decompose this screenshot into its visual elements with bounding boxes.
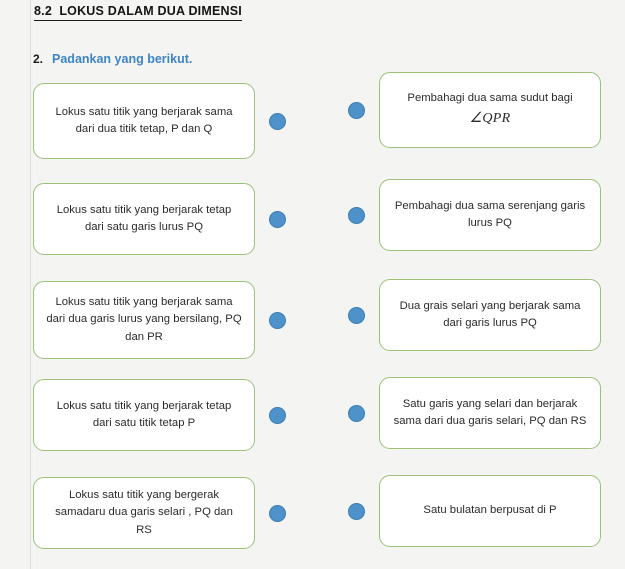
match-row: Lokus satu titik yang berjarak sama dari… [0,279,625,359]
match-option-right-text: Pembahagi dua sama sudut bagi [407,92,573,105]
match-row: Lokus satu titik yang berjarak sama dari… [0,72,625,159]
match-option-right[interactable]: Dua grais selari yang berjarak sama dari… [379,279,601,351]
match-option-right-label: Satu bulatan berpusat di P [423,504,557,517]
question-prompt: 2. Padankan yang berikut. [33,52,192,66]
page-margin-rule [30,0,31,569]
match-row-right: Satu garis yang selari dan berjarak sama… [348,377,610,449]
match-option-left[interactable]: Lokus satu titik yang berjarak sama dari… [33,281,255,359]
match-option-right-label: Pembahagi dua sama sudut bagi ∠QPR [407,90,572,129]
match-option-right-label: Satu garis yang selari dan berjarak sama… [393,397,587,428]
section-heading: 8.2 LOKUS DALAM DUA DIMENSI [34,4,242,21]
match-option-right[interactable]: Pembahagi dua sama sudut bagi ∠QPR [379,72,601,148]
match-row-right: Dua grais selari yang berjarak sama dari… [348,279,610,351]
match-option-left-label: Lokus satu titik yang berjarak sama dari… [46,295,242,343]
match-option-right-label: Pembahagi dua sama serenjang garis lurus… [394,199,586,230]
match-row-left: Lokus satu titik yang berjarak sama dari… [33,281,295,359]
match-option-left[interactable]: Lokus satu titik yang berjarak sama dari… [33,83,255,159]
match-option-right[interactable]: Satu bulatan berpusat di P [379,475,601,547]
match-row-right: Pembahagi dua sama sudut bagi ∠QPR [348,72,610,148]
match-option-left[interactable]: Lokus satu titik yang berjarak tetap dar… [33,183,255,255]
match-option-right[interactable]: Pembahagi dua sama serenjang garis lurus… [379,179,601,251]
connector-dot-left[interactable] [269,210,286,228]
match-option-left-label: Lokus satu titik yang berjarak sama dari… [55,105,233,136]
match-row-left: Lokus satu titik yang berjarak tetap dar… [33,183,295,255]
match-row-left: Lokus satu titik yang berjarak sama dari… [33,83,295,159]
match-option-left-label: Lokus satu titik yang berjarak tetap dar… [56,203,232,234]
match-row-left: Lokus satu titik yang berjarak tetap dar… [33,379,295,451]
match-option-left-label: Lokus satu titik yang bergerak samadaru … [55,488,233,536]
match-row-right: Pembahagi dua sama serenjang garis lurus… [348,179,610,251]
match-row: Lokus satu titik yang berjarak tetap dar… [0,179,625,255]
match-option-left[interactable]: Lokus satu titik yang bergerak samadaru … [33,477,255,549]
connector-dot-left[interactable] [269,311,286,329]
match-row-left: Lokus satu titik yang bergerak samadaru … [33,477,295,549]
connector-dot-right[interactable] [348,404,365,422]
connector-dot-right[interactable] [348,306,365,324]
connector-dot-right[interactable] [348,206,365,224]
angle-notation: ∠QPR [469,110,511,126]
connector-dot-left[interactable] [269,406,286,424]
connector-dot-left[interactable] [269,504,286,522]
question-instruction: Padankan yang berikut. [52,52,193,66]
question-number: 2. [33,52,44,66]
match-row: Lokus satu titik yang berjarak tetap dar… [0,377,625,451]
match-option-left-label: Lokus satu titik yang berjarak tetap dar… [56,399,232,430]
match-option-right[interactable]: Satu garis yang selari dan berjarak sama… [379,377,601,449]
match-row: Lokus satu titik yang bergerak samadaru … [0,475,625,549]
match-option-right-label: Dua grais selari yang berjarak sama dari… [399,299,581,330]
connector-dot-left[interactable] [269,112,286,130]
match-row-right: Satu bulatan berpusat di P [348,475,610,547]
match-option-left[interactable]: Lokus satu titik yang berjarak tetap dar… [33,379,255,451]
connector-dot-right[interactable] [348,502,365,520]
connector-dot-right[interactable] [348,101,365,119]
